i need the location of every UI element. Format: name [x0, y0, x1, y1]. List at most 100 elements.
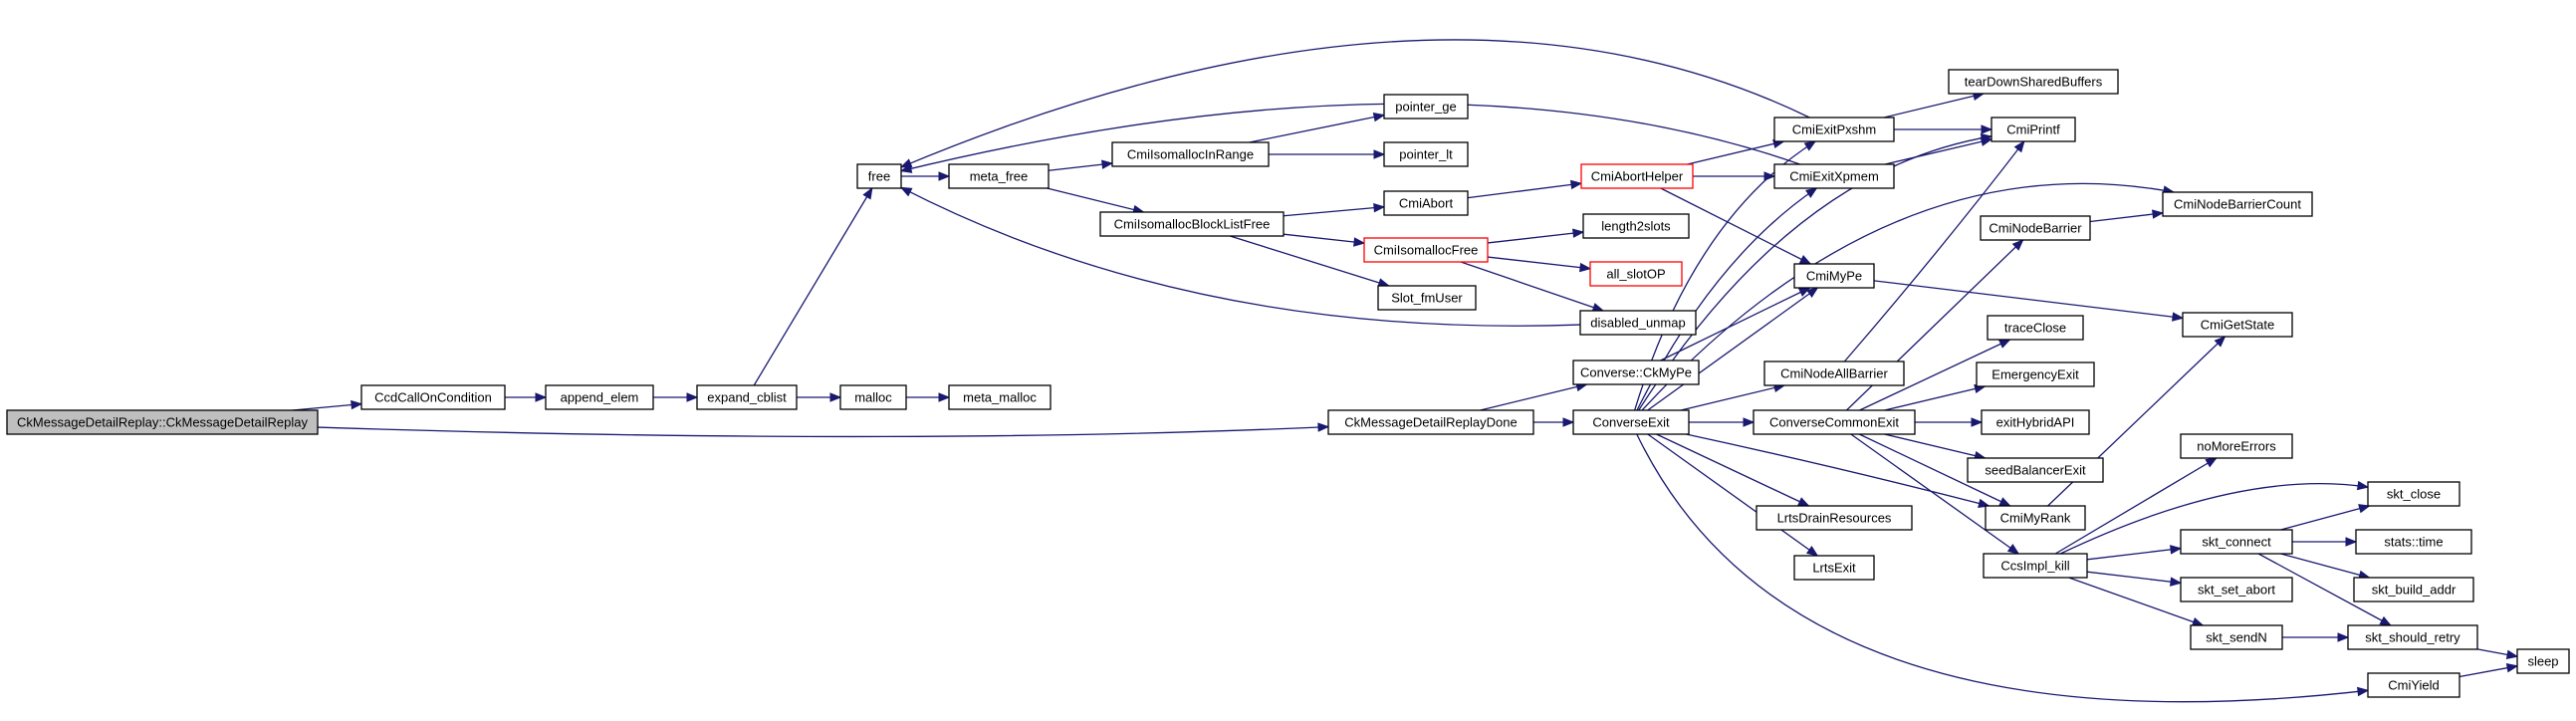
node-box-convexit: [1572, 409, 1690, 435]
node-append[interactable]: append_elem: [545, 384, 654, 410]
node-label-disunmap: disabled_unmap: [1590, 316, 1685, 331]
edge-root-to-replaydone: [317, 425, 1329, 438]
node-getstate[interactable]: CmiGetState: [2182, 312, 2293, 338]
node-cmiabort[interactable]: CmiAbort: [1383, 190, 1469, 216]
node-box-slotfm: [1377, 285, 1477, 311]
arrowhead-convcommon-to-nodebarrier: [2011, 239, 2024, 251]
edge-convexit-to-nbcount: [1641, 182, 2175, 411]
node-aborthelper[interactable]: CmiAbortHelper: [1580, 163, 1694, 189]
node-statstime[interactable]: stats::time: [2355, 529, 2472, 555]
node-plt[interactable]: pointer_lt: [1383, 141, 1469, 167]
edge-convexit-to-cmiyield: [1636, 433, 2369, 703]
node-pxshm[interactable]: CmiExitPxshm: [1773, 117, 1895, 142]
edge-aborthelper-to-pxshm: [1687, 140, 1784, 165]
node-lrtsexit[interactable]: LrtsExit: [1793, 555, 1875, 581]
node-label-malloc: malloc: [854, 390, 892, 405]
node-ccsimpl[interactable]: CcsImpl_kill: [1983, 553, 2088, 579]
node-myrank[interactable]: CmiMyRank: [1985, 505, 2086, 531]
node-sktconnect[interactable]: skt_connect: [2180, 529, 2293, 555]
node-box-append: [545, 384, 654, 410]
node-box-nodebarrier: [1980, 215, 2091, 241]
node-label-pxshm: CmiExitPxshm: [1792, 122, 1877, 137]
edge-sktconnect-to-sktbuild: [2280, 553, 2370, 579]
edge-ccsimpl-to-sktclose: [2059, 483, 2369, 555]
node-box-cmiabort: [1383, 190, 1469, 216]
node-label-expand: expand_cblist: [707, 390, 787, 405]
node-label-cmimype: CmiMyPe: [1806, 269, 1862, 284]
node-nbcount[interactable]: CmiNodeBarrierCount: [2162, 191, 2313, 217]
node-box-nomore: [2180, 433, 2293, 459]
node-expand[interactable]: expand_cblist: [696, 384, 798, 410]
arrowhead-ccsimpl-to-sktsetabort: [2170, 577, 2183, 587]
node-convexit[interactable]: ConverseExit: [1572, 409, 1690, 435]
node-sktsetabort[interactable]: skt_set_abort: [2180, 577, 2293, 602]
arrowhead-cmiabort-to-aborthelper: [1569, 179, 1583, 190]
edge-convexit-to-cmimype: [1647, 287, 1818, 411]
node-label-nodeallbarrier: CmiNodeAllBarrier: [1780, 366, 1888, 381]
node-label-plt: pointer_lt: [1399, 147, 1453, 162]
edge-pxshm-to-free: [900, 39, 1810, 168]
node-lrtsdrain[interactable]: LrtsDrainResources: [1756, 505, 1913, 531]
arrowhead-ccsimpl-to-nomore: [2205, 457, 2218, 468]
node-label-blocklist: CmiIsomallocBlockListFree: [1114, 217, 1271, 232]
node-cmiprintf[interactable]: CmiPrintf: [1991, 117, 2076, 142]
node-traceclose[interactable]: traceClose: [1987, 315, 2084, 341]
node-cmimype[interactable]: CmiMyPe: [1793, 263, 1875, 289]
node-label-convexit: ConverseExit: [1592, 415, 1670, 430]
edge-blocklist-to-isofree: [1283, 233, 1365, 244]
edge-convexit-to-cmiprintf: [1638, 135, 1992, 411]
node-sktbuild[interactable]: skt_build_addr: [2353, 577, 2474, 602]
node-free[interactable]: free: [856, 163, 902, 189]
node-emergexit[interactable]: EmergencyExit: [1976, 361, 2095, 387]
node-label-sktconnect: skt_connect: [2202, 535, 2271, 550]
arrowhead-cmiyield-to-sleep: [2505, 663, 2519, 673]
node-nomore[interactable]: noMoreErrors: [2180, 433, 2293, 459]
node-inrange[interactable]: CmiIsomallocInRange: [1111, 141, 1270, 167]
node-seedbal[interactable]: seedBalancerExit: [1967, 457, 2104, 483]
node-pge[interactable]: pointer_ge: [1383, 94, 1469, 120]
node-sktclose[interactable]: skt_close: [2367, 481, 2460, 507]
arrowhead-convexit-to-lrtsdrain: [1796, 497, 1810, 507]
node-metamalloc[interactable]: meta_malloc: [948, 384, 1052, 410]
node-ccdcall[interactable]: CcdCallOnCondition: [360, 384, 506, 410]
node-ckmype[interactable]: Converse::CkMyPe: [1572, 360, 1700, 385]
arrowhead-expand-to-free: [862, 186, 873, 200]
node-nodebarrier[interactable]: CmiNodeBarrier: [1980, 215, 2091, 241]
node-teardown[interactable]: tearDownSharedBuffers: [1948, 69, 2119, 95]
node-label-getstate: CmiGetState: [2201, 318, 2274, 333]
node-label-ccsimpl: CcsImpl_kill: [2000, 559, 2069, 574]
node-label-seedbal: seedBalancerExit: [1985, 463, 2086, 478]
arrowhead-convcommon-to-ccsimpl: [2006, 544, 2020, 555]
node-exithybrid[interactable]: exitHybridAPI: [1981, 409, 2090, 435]
node-cmiyield[interactable]: CmiYield: [2367, 672, 2460, 698]
node-label-xpmem: CmiExitXpmem: [1789, 169, 1879, 184]
edge-metafree-to-inrange: [1048, 162, 1113, 171]
arrowhead-convexit-to-cmimype: [1806, 287, 1819, 298]
node-slotfm[interactable]: Slot_fmUser: [1377, 285, 1477, 311]
node-box-allslot: [1589, 261, 1683, 287]
node-blocklist[interactable]: CmiIsomallocBlockListFree: [1099, 211, 1285, 237]
node-box-convcommon: [1753, 409, 1916, 435]
node-label-slotfm: Slot_fmUser: [1391, 291, 1463, 306]
edge-blocklist-to-cmiabort: [1283, 206, 1385, 217]
node-len2slots[interactable]: length2slots: [1582, 213, 1690, 239]
node-sleep[interactable]: sleep: [2516, 648, 2570, 674]
node-label-isofree: CmiIsomallocFree: [1374, 243, 1479, 258]
node-replaydone[interactable]: CkMessageDetailReplayDone: [1327, 409, 1534, 435]
arrowhead-cmimype-to-getstate: [2172, 312, 2185, 322]
node-box-disunmap: [1579, 310, 1697, 336]
node-xpmem[interactable]: CmiExitXpmem: [1773, 163, 1895, 189]
arrowhead-xpmem-to-free: [899, 163, 913, 173]
node-box-sktsetabort: [2180, 577, 2293, 602]
node-nodeallbarrier[interactable]: CmiNodeAllBarrier: [1763, 360, 1905, 386]
node-sktsendn[interactable]: skt_sendN: [2190, 624, 2283, 650]
edge-isofree-to-len2slots: [1487, 231, 1584, 244]
node-allslot[interactable]: all_slotOP: [1589, 261, 1683, 287]
node-metafree[interactable]: meta_free: [948, 163, 1050, 189]
node-box-replaydone: [1327, 409, 1534, 435]
node-disunmap[interactable]: disabled_unmap: [1579, 310, 1697, 336]
node-isofree[interactable]: CmiIsomallocFree: [1363, 237, 1489, 263]
node-malloc[interactable]: malloc: [839, 384, 907, 410]
node-sktretry[interactable]: skt_should_retry: [2347, 624, 2478, 650]
node-convcommon[interactable]: ConverseCommonExit: [1753, 409, 1916, 435]
